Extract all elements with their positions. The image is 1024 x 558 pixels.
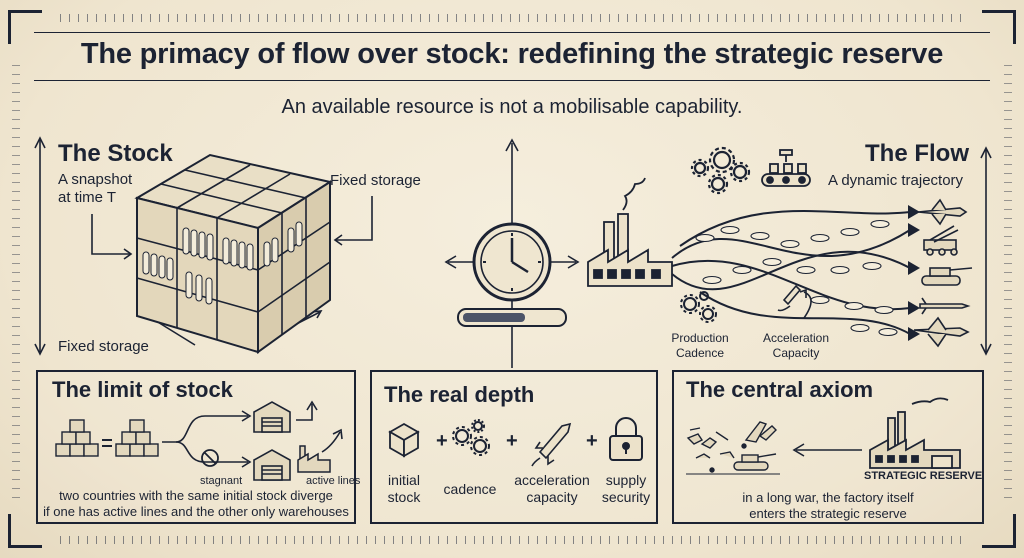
- factory-icon: [869, 397, 961, 469]
- active-lines-label: active lines: [306, 475, 361, 487]
- plus-sign: +: [506, 430, 518, 452]
- storage-cube-icon: [134, 153, 333, 354]
- crate-stack-icon: [55, 419, 99, 457]
- flow-dynamic-label: A dynamic trajectory: [828, 172, 964, 189]
- flow-heading: The Flow: [865, 140, 969, 167]
- jet-icon: [917, 198, 968, 226]
- stock-snapshot-line2: at time T: [58, 189, 117, 206]
- ruler-left: [12, 60, 20, 498]
- title-rule: [34, 32, 990, 33]
- cruise-missile-icon: [919, 297, 971, 315]
- acceleration-capacity-line2: Capacity: [772, 346, 820, 360]
- tank-icon: [921, 267, 973, 286]
- central-axiom-panel: [672, 370, 984, 524]
- plus-sign: +: [586, 430, 598, 452]
- ruler-top: [60, 14, 964, 22]
- crate-stack-icon: [115, 419, 159, 457]
- stock-fixed-storage-right: Fixed storage: [330, 172, 421, 189]
- cadence-gear-icon: [680, 291, 717, 323]
- battlefield-icon: [686, 421, 780, 475]
- warehouse-icon: [253, 449, 291, 481]
- limit-heading: The limit of stock: [52, 377, 233, 402]
- depth-item-initial-line1: initial: [388, 472, 420, 488]
- acceleration-capacity-line1: Acceleration: [762, 331, 830, 345]
- axiom-caption-line2: enters the strategic reserve: [749, 506, 907, 521]
- ruler-right: [1004, 60, 1012, 498]
- progress-bar-icon: [457, 308, 567, 327]
- lock-icon: [609, 417, 643, 461]
- stock-heading: The Stock: [58, 140, 173, 167]
- production-cadence-line2: Cadence: [675, 346, 725, 360]
- depth-item-cadence: cadence: [443, 481, 497, 497]
- factory-icon: [297, 445, 331, 473]
- rocket-icon: [531, 422, 572, 467]
- gear-icon: [690, 146, 751, 195]
- cube-icon: [388, 422, 420, 458]
- depth-item-initial-line2: stock: [387, 489, 421, 505]
- depth-item-acceleration-line2: capacity: [526, 489, 578, 505]
- stock-snapshot-line1: A snapshot: [58, 171, 133, 188]
- corner-bracket: [8, 10, 42, 44]
- limit-caption-line2: if one has active lines and the other on…: [43, 504, 349, 519]
- corner-bracket: [982, 514, 1016, 548]
- fighter-icon: [913, 316, 970, 348]
- axiom-caption-line1: in a long war, the factory itself: [742, 490, 914, 505]
- production-cadence-line1: Production: [671, 331, 729, 345]
- axiom-heading: The central axiom: [686, 377, 874, 402]
- factory-icon: [587, 177, 673, 287]
- depth-item-acceleration-line1: acceleration: [514, 472, 590, 488]
- corner-bracket: [982, 10, 1016, 44]
- stagnant-label: stagnant: [200, 475, 243, 487]
- depth-heading: The real depth: [384, 382, 535, 407]
- rocket-icon: [777, 284, 812, 319]
- depth-item-supply-line1: supply: [605, 472, 647, 488]
- corner-bracket: [8, 514, 42, 548]
- plus-sign: +: [436, 430, 448, 452]
- warehouse-icon: [253, 401, 291, 433]
- strategic-reserve-label: STRATEGIC RESERVE: [864, 470, 983, 482]
- gears-icon: [452, 419, 490, 456]
- limit-caption-line1: two countries with the same initial stoc…: [59, 488, 333, 503]
- ruler-bottom: [60, 536, 964, 544]
- depth-item-supply-line2: security: [601, 489, 651, 505]
- assembly-line-icon: [761, 149, 811, 187]
- clock-icon: [472, 222, 552, 302]
- page-title: The primacy of flow over stock: redefini…: [80, 38, 944, 70]
- missile-launcher-icon: [923, 225, 959, 256]
- page-subtitle: An available resource is not a mobilisab…: [281, 96, 743, 118]
- title-rule: [34, 80, 990, 81]
- stock-fixed-storage-bottom: Fixed storage: [58, 338, 149, 355]
- no-entry-icon: [201, 449, 219, 467]
